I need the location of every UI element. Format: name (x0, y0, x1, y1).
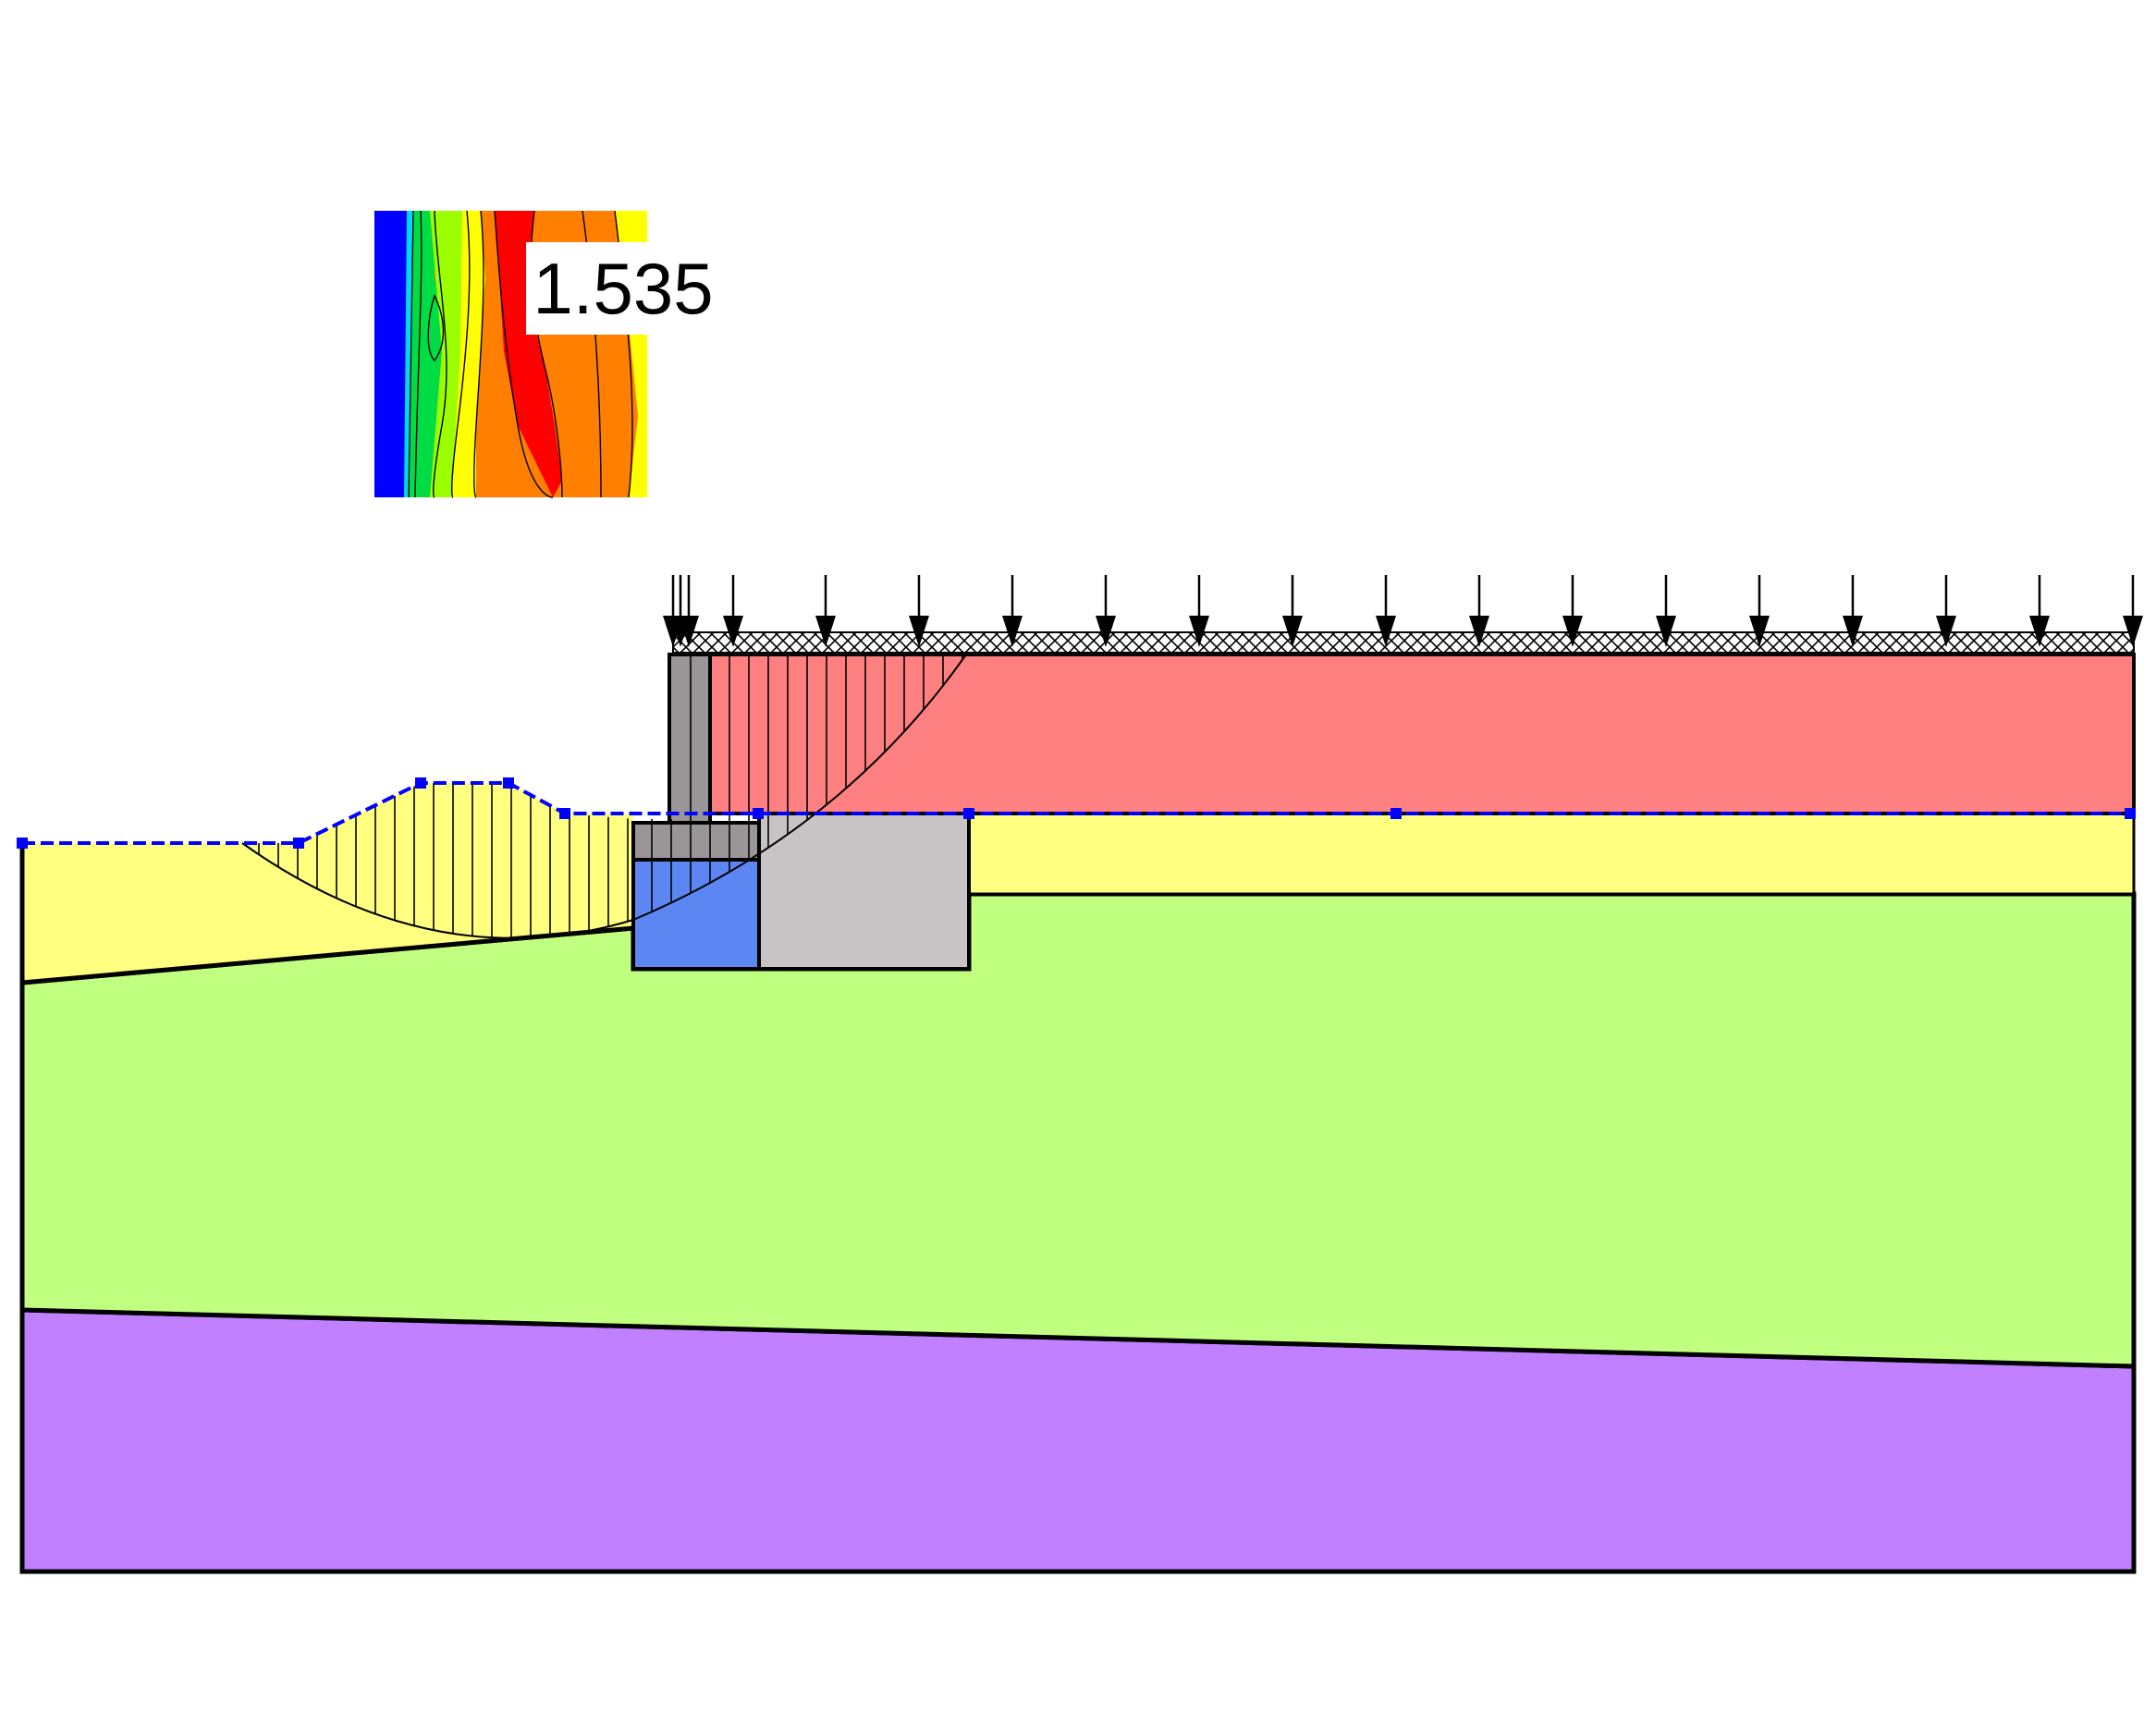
sand-layer (22, 783, 633, 983)
load-arrow (1376, 575, 1396, 647)
water-table-node (415, 777, 426, 789)
wall-stem (668, 653, 712, 825)
wall-footing (631, 821, 761, 862)
load-arrow (1002, 575, 1023, 647)
water-table-node (753, 808, 764, 819)
contour-band-red (495, 211, 562, 497)
load-arrow (2123, 575, 2143, 647)
water-table-node (2125, 808, 2136, 819)
load-arrow (1936, 575, 1956, 647)
load-arrow (909, 575, 929, 647)
load-arrow (1282, 575, 1303, 647)
backfill-block (757, 812, 971, 971)
clay-layer (19, 891, 2137, 1369)
slip-surface (241, 654, 967, 939)
surcharge-load-band (672, 631, 2135, 654)
load-arrow (1189, 575, 1209, 647)
water-table-line (22, 781, 2134, 845)
water-table-nodes (17, 777, 2136, 849)
load-arrow (1843, 575, 1863, 647)
load-arrow (1562, 575, 1583, 647)
water-table-node (559, 808, 570, 819)
factor-of-safety-label: 1.535 (526, 242, 720, 335)
water-table-node (1390, 808, 1402, 819)
load-arrow (2029, 575, 2050, 647)
surcharge-load-arrows (663, 575, 2143, 647)
load-arrow (1469, 575, 1489, 647)
load-arrow (815, 575, 836, 647)
water-table-node (963, 808, 974, 819)
sand-base-line (21, 925, 634, 985)
water-table-node (293, 838, 304, 849)
water-table-node (17, 838, 28, 849)
load-arrow (723, 575, 743, 647)
load-arrow (1656, 575, 1676, 647)
contour-band-yellow (451, 211, 485, 497)
drain-block (631, 858, 761, 971)
water-table-node (503, 777, 514, 789)
load-arrow (1749, 575, 1770, 647)
load-arrow (1096, 575, 1116, 647)
load-arrow (679, 575, 699, 647)
sand-layer-right (967, 812, 2136, 896)
